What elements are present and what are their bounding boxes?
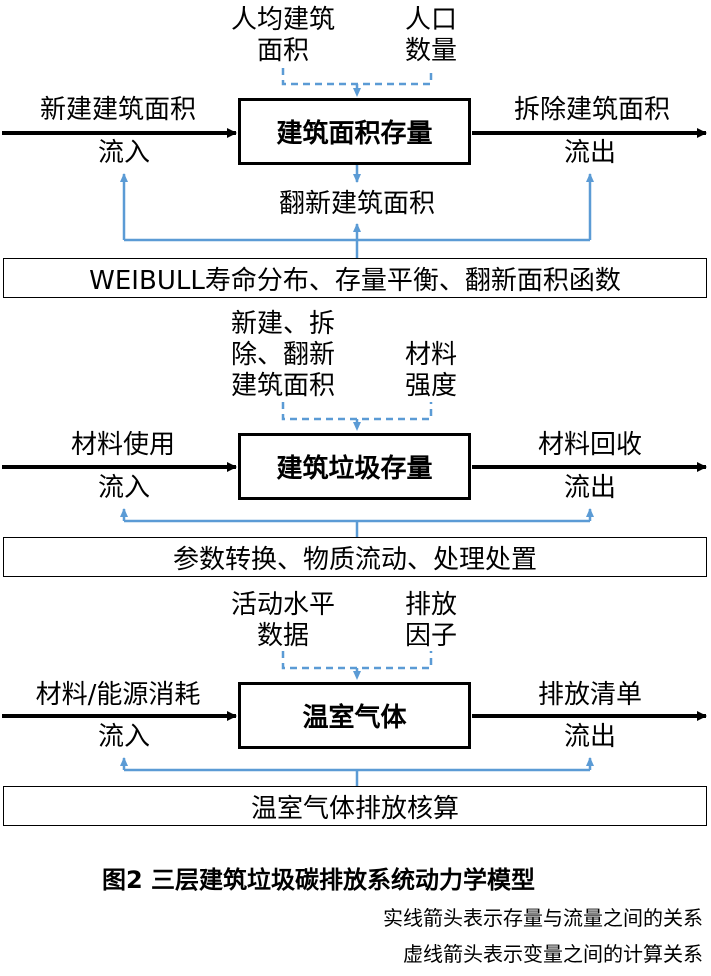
note-solid-arrow: 实线箭头表示存量与流量之间的关系 bbox=[383, 906, 703, 930]
param-left-3-line-2: 数据 bbox=[256, 621, 309, 651]
feedback-line-3 bbox=[124, 768, 590, 786]
band-3: 温室气体排放核算 bbox=[3, 786, 707, 826]
inflow-word-1: 流入 bbox=[97, 138, 150, 168]
outflow-word-2: 流出 bbox=[563, 473, 616, 503]
outflow-label-2: 材料回收 bbox=[537, 430, 642, 460]
inflow-word-3: 流入 bbox=[97, 722, 150, 752]
param-right-1-line-2: 数量 bbox=[404, 36, 457, 66]
band-1: WEIBULL寿命分布、存量平衡、翻新面积函数 bbox=[3, 258, 707, 298]
inflow-word-2: 流入 bbox=[97, 473, 150, 503]
inflow-label-2: 材料使用 bbox=[70, 430, 175, 460]
outflow-label-3: 排放清单 bbox=[537, 680, 642, 710]
inflow-label-3: 材料/能源消耗 bbox=[35, 680, 201, 710]
param-right-2-line-2: 强度 bbox=[404, 371, 457, 401]
stock-box-2: 建筑垃圾存量 bbox=[238, 433, 471, 500]
renew-label-1: 翻新建筑面积 bbox=[278, 189, 435, 219]
param-left-3: 活动水平 数据 bbox=[222, 590, 344, 652]
feedback-line-1 bbox=[124, 238, 590, 258]
stock-box-3: 温室气体 bbox=[238, 682, 471, 749]
param-right-1-line-1: 人口 bbox=[404, 5, 457, 35]
outflow-word-1: 流出 bbox=[563, 138, 616, 168]
dashed-bracket-3 bbox=[281, 651, 433, 679]
param-right-2-line-1: 材料 bbox=[404, 340, 457, 370]
param-left-2-line-1: 新建、拆 bbox=[230, 309, 335, 339]
stock-box-1: 建筑面积存量 bbox=[238, 98, 471, 165]
param-left-1-line-2: 面积 bbox=[256, 36, 309, 66]
feedback-line-2 bbox=[124, 519, 590, 537]
band-2: 参数转换、物质流动、处理处置 bbox=[3, 537, 707, 577]
param-left-2-line-2: 除、翻新 bbox=[230, 340, 335, 370]
param-left-1: 人均建筑 面积 bbox=[222, 5, 344, 67]
param-left-1-line-1: 人均建筑 bbox=[230, 5, 335, 35]
figure-caption: 图2 三层建筑垃圾碳排放系统动力学模型 bbox=[102, 866, 536, 894]
param-left-3-line-1: 活动水平 bbox=[230, 590, 335, 620]
param-right-1: 人口 数量 bbox=[390, 5, 472, 67]
outflow-label-1: 拆除建筑面积 bbox=[513, 95, 670, 125]
param-right-3: 排放 因子 bbox=[390, 590, 472, 652]
dashed-bracket-1 bbox=[281, 68, 433, 96]
param-left-2: 新建、拆 除、翻新 建筑面积 bbox=[219, 309, 347, 402]
param-right-3-line-2: 因子 bbox=[404, 621, 457, 651]
dashed-bracket-2 bbox=[281, 402, 433, 430]
outflow-word-3: 流出 bbox=[563, 722, 616, 752]
param-left-2-line-3: 建筑面积 bbox=[230, 371, 335, 401]
param-right-2: 材料 强度 bbox=[390, 340, 472, 402]
inflow-label-1: 新建建筑面积 bbox=[39, 95, 196, 125]
param-right-3-line-1: 排放 bbox=[404, 590, 457, 620]
note-dashed-arrow: 虚线箭头表示变量之间的计算关系 bbox=[403, 942, 703, 966]
